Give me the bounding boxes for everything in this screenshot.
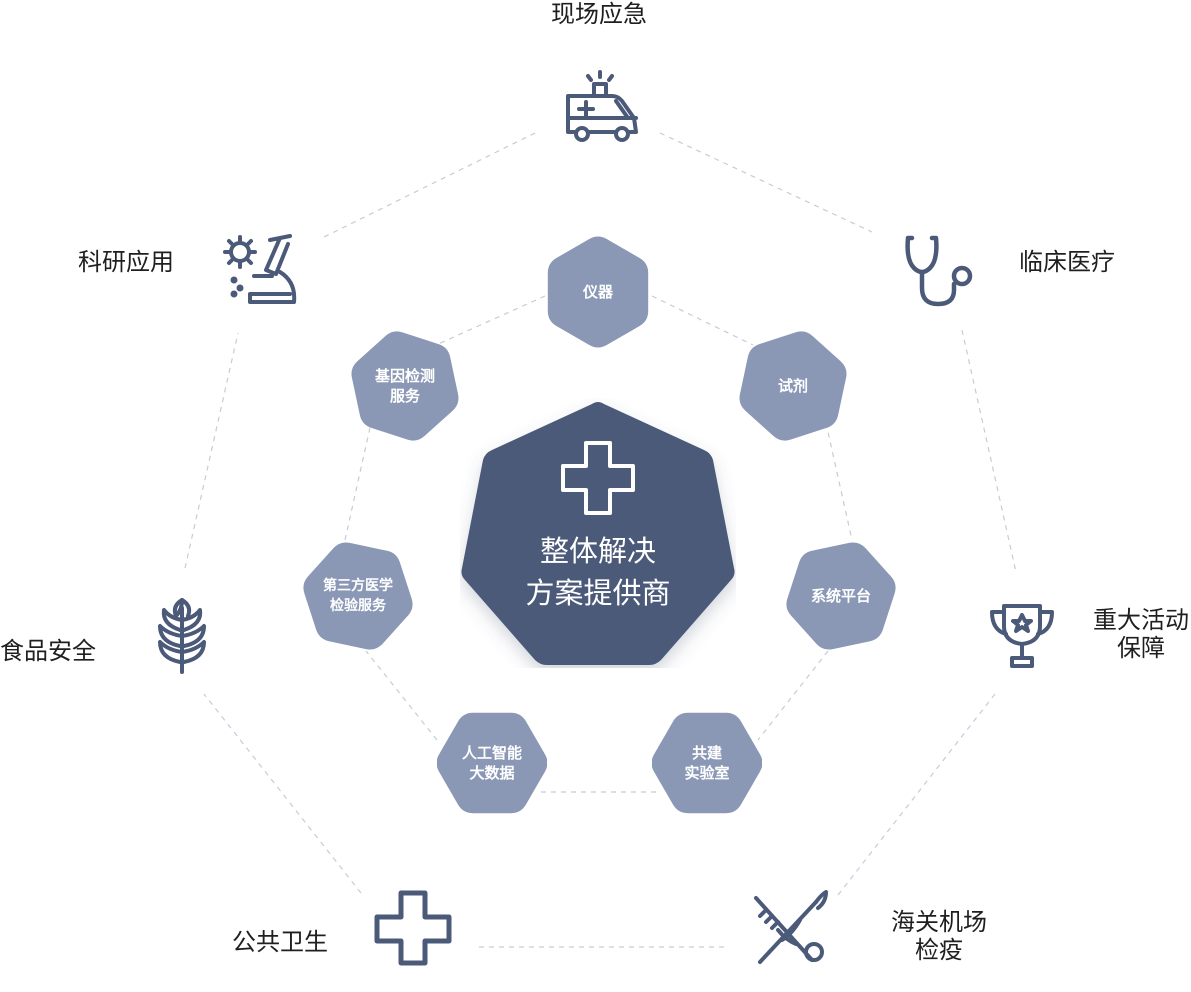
medical-cross-icon: [561, 441, 635, 515]
center-title-line-1: 整体解决: [539, 534, 656, 568]
inner-node-label-line-1: 第三方医学: [323, 578, 393, 594]
outer-label-text: 公共卫生: [232, 928, 328, 956]
outer-label-text: 食品安全: [0, 637, 96, 665]
inner-node-label-line-2: 服务: [389, 387, 420, 405]
inner-node-label-line-2: 实验室: [684, 764, 730, 782]
inner-node-yiqi: 仪器: [543, 232, 653, 352]
center-node: 整体解决 方案提供商: [460, 398, 736, 668]
inner-node-rengong: 人工智能 大数据: [437, 703, 547, 823]
outer-label-text-line-1: 海关机场: [891, 908, 987, 936]
inner-node-shiji: 试剂: [738, 326, 848, 446]
outer-label-text: 科研应用: [78, 248, 174, 276]
center-title: 整体解决 方案提供商: [460, 530, 736, 614]
inner-node-disanfang: 第三方医学 检验服务: [303, 536, 413, 656]
outer-label-keyan: 科研应用: [78, 248, 174, 276]
outer-label-haiguan: 海关机场 检疫: [891, 908, 987, 964]
wheat-icon: [158, 598, 206, 674]
outer-label-text-line-2: 保障: [1117, 634, 1165, 662]
dashed-connector: [651, 295, 754, 346]
inner-node-gongjian: 共建 实验室: [652, 703, 762, 823]
inner-node-jiyin: 基因检测 服务: [350, 326, 460, 446]
inner-node-label-line-1: 共建: [691, 744, 722, 762]
inner-node-label-line-2: 检验服务: [330, 598, 386, 614]
dashed-connector: [659, 132, 873, 233]
inner-node-label: 系统平台: [810, 587, 871, 605]
dashed-connector: [837, 693, 996, 896]
inner-node-label: 试剂: [777, 377, 808, 395]
outer-label-text: 现场应急: [551, 0, 647, 28]
outer-label-xianchang: 现场应急: [551, 0, 647, 28]
microscope-icon: [223, 234, 297, 304]
dashed-connector: [365, 650, 438, 741]
cross-icon: [374, 890, 452, 966]
dashed-connector: [203, 693, 362, 894]
outer-label-shipin: 食品安全: [0, 637, 96, 665]
dashed-connector: [321, 132, 536, 239]
inner-node-xitong: 系统平台: [786, 536, 896, 656]
stethoscope-icon: [905, 235, 973, 307]
outer-label-zhongda: 重大活动 保障: [1093, 606, 1189, 662]
outer-label-linchuang: 临床医疗: [1019, 248, 1115, 276]
caduceus-icon: [754, 890, 828, 964]
center-heptagon-shape: [461, 402, 735, 665]
outer-label-gonggong: 公共卫生: [232, 928, 328, 956]
ambulance-icon: [566, 70, 638, 142]
inner-node-label-line-1: 人工智能: [461, 744, 522, 762]
inner-node-label-line-2: 大数据: [469, 764, 515, 782]
trophy-icon: [990, 604, 1054, 668]
dashed-connector: [184, 332, 239, 569]
inner-node-label-line-1: 基因检测: [374, 367, 435, 385]
center-title-line-2: 方案提供商: [525, 576, 671, 610]
outer-label-text-line-1: 重大活动: [1093, 606, 1189, 634]
outer-label-text-line-2: 检疫: [915, 936, 963, 964]
outer-label-text: 临床医疗: [1019, 248, 1115, 276]
dashed-connector: [757, 650, 829, 741]
inner-node-label: 仪器: [582, 283, 613, 301]
dashed-connector: [961, 329, 1017, 573]
